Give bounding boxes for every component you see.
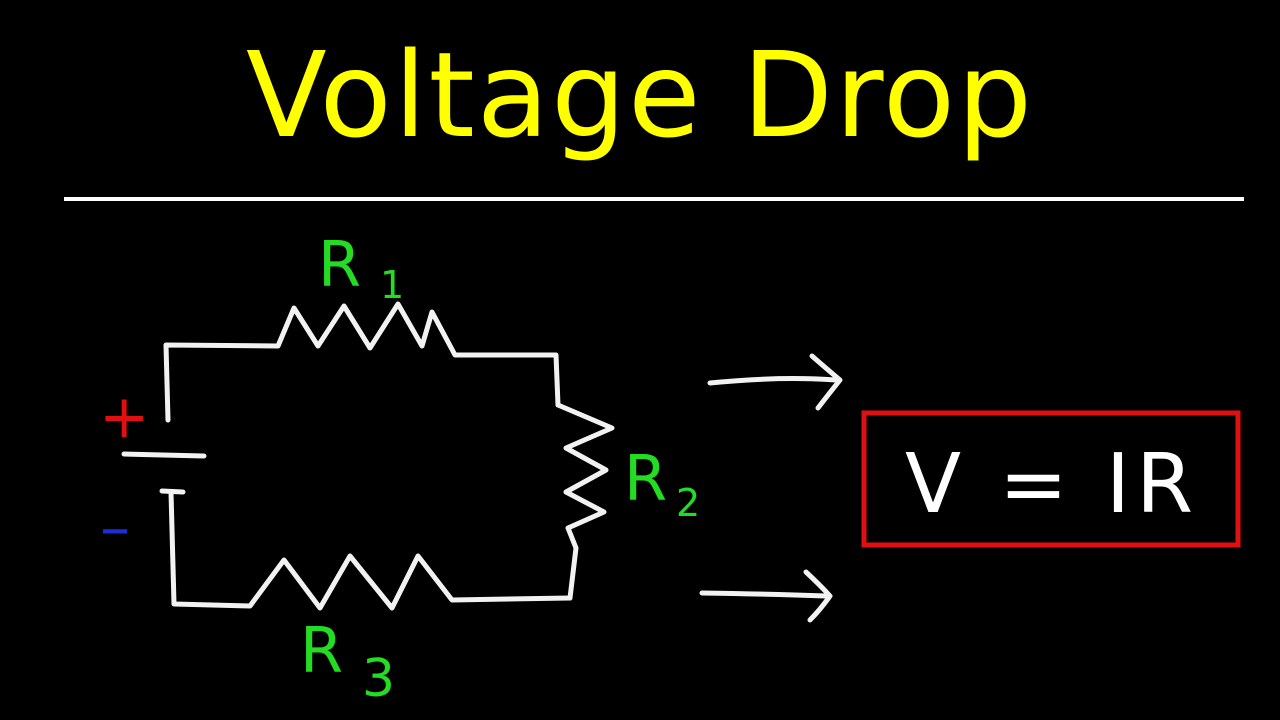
minus-sign: – <box>100 493 130 563</box>
divider-line <box>64 197 1244 201</box>
r2-label-letter: R <box>624 442 667 515</box>
wire-top <box>163 301 561 423</box>
r3-label-subscript: 3 <box>362 649 395 709</box>
plus-sign: + <box>99 382 149 452</box>
r3-label-letter: R <box>300 614 343 687</box>
r2-label: R 2 <box>624 442 700 525</box>
page-title: Voltage Drop <box>245 26 1034 164</box>
arrow-bottom <box>699 569 833 623</box>
wire-bottom <box>168 489 573 611</box>
r1-label: R 1 <box>318 228 404 307</box>
arrow-top <box>707 353 843 411</box>
r1-label-letter: R <box>318 228 361 301</box>
r1-label-subscript: 1 <box>380 263 404 307</box>
formula-text: V = IR <box>905 437 1199 532</box>
resistor-r2 <box>555 402 615 601</box>
battery-long-plate <box>121 451 207 459</box>
formula-box <box>861 410 1241 548</box>
battery-short-plate <box>159 488 186 495</box>
r2-label-subscript: 2 <box>676 481 700 525</box>
r3-label: R 3 <box>300 614 395 709</box>
